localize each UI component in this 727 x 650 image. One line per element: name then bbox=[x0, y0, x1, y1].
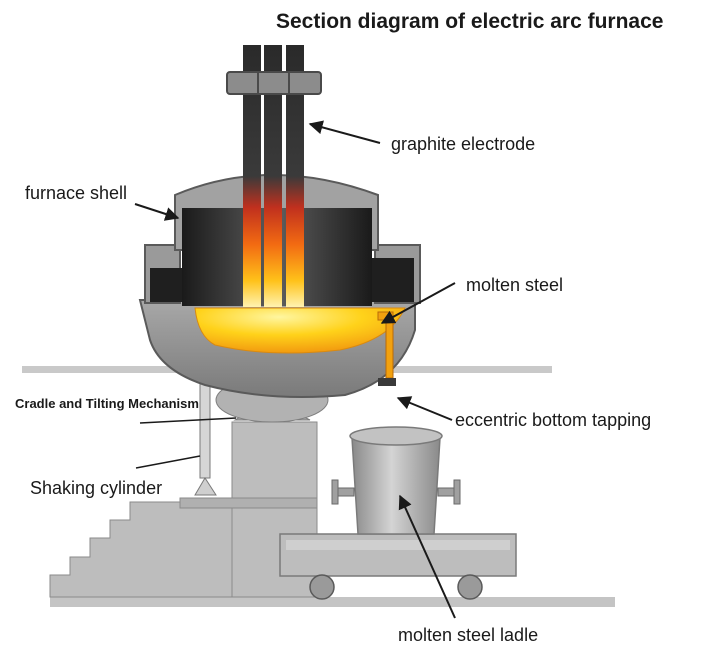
ladle-trunnion-right-cap bbox=[453, 479, 461, 505]
left-cavity bbox=[150, 268, 182, 302]
label-eccentric-tapping: eccentric bottom tapping bbox=[455, 410, 652, 430]
label-graphite-electrode: graphite electrode bbox=[391, 134, 536, 154]
leader-furnace-shell bbox=[134, 203, 180, 221]
ladle-rim bbox=[349, 426, 443, 446]
electrode-middle bbox=[264, 45, 282, 307]
electrode-clamp bbox=[226, 71, 322, 95]
right-cavity bbox=[372, 258, 414, 302]
label-molten-steel: molten steel bbox=[466, 275, 564, 295]
ladle-trunnion-left bbox=[335, 487, 355, 497]
staircase bbox=[49, 499, 233, 598]
car-wheel-right bbox=[457, 574, 483, 600]
label-cradle: Cradle and Tilting Mechanism bbox=[15, 396, 199, 411]
cylinder-base bbox=[194, 477, 217, 496]
diagram-title: Section diagram of electric arc furnace bbox=[276, 10, 664, 33]
electrode-left bbox=[243, 45, 261, 307]
tapping-nozzle bbox=[378, 378, 396, 386]
ladle-car-top bbox=[286, 540, 510, 550]
ladle-trunnion-right bbox=[437, 487, 457, 497]
label-furnace-shell: furnace shell bbox=[25, 183, 128, 203]
car-wheel-left bbox=[309, 574, 335, 600]
ladle-trunnion-left-cap bbox=[331, 479, 339, 505]
ground-floor bbox=[50, 597, 615, 607]
leader-ladle bbox=[398, 494, 456, 619]
electrode-right bbox=[286, 45, 304, 307]
label-shaking-cylinder: Shaking cylinder bbox=[30, 478, 163, 498]
leader-shaking-cylinder bbox=[135, 455, 201, 469]
leader-cradle bbox=[139, 417, 237, 424]
shaking-cylinder bbox=[199, 381, 211, 479]
leader-graphite-electrode bbox=[308, 120, 381, 144]
leader-eccentric-tapping bbox=[396, 396, 453, 421]
leader-molten-steel bbox=[380, 282, 456, 324]
pedestal-platform bbox=[179, 497, 318, 509]
label-ladle: molten steel ladle bbox=[398, 625, 539, 645]
ladle-body bbox=[351, 437, 441, 535]
